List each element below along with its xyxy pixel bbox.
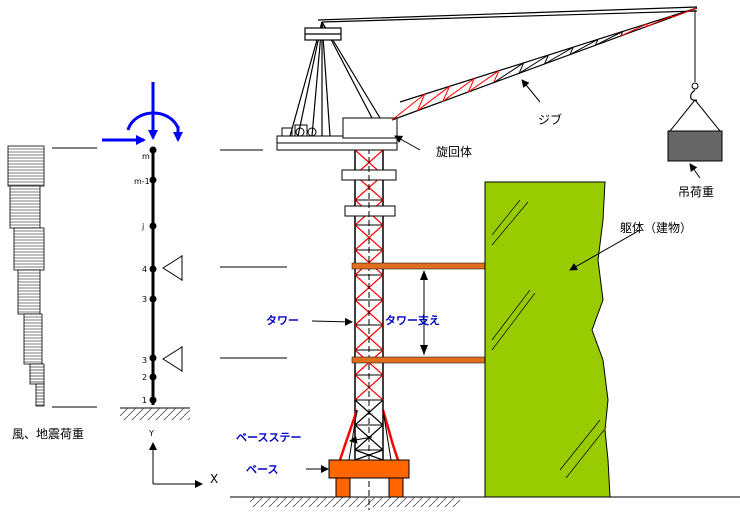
node-label-4: 4 <box>142 265 147 274</box>
crane-base <box>328 459 410 498</box>
tower-label: タワー <box>266 314 299 327</box>
building-label: 躯体（建物） <box>620 220 692 235</box>
moment-arrow-icon <box>102 82 183 145</box>
node-label-j: j <box>141 222 144 231</box>
node-label-m-1: m-1 <box>134 177 150 186</box>
beam-model <box>120 146 190 420</box>
base-stays <box>338 409 400 461</box>
building <box>484 181 611 498</box>
node-labels: m m-1 j 4 3 3 2 1 <box>134 152 150 405</box>
hook-load-label: 吊荷重 <box>678 185 714 199</box>
axis-y-label: Y <box>148 429 154 438</box>
node-label-3a: 3 <box>142 295 147 304</box>
slewing-label: 旋回体 <box>436 145 472 159</box>
jib <box>391 7 698 121</box>
axis-x-label: X <box>210 472 218 486</box>
base-label: ベース <box>246 463 278 476</box>
reference-lines <box>52 147 287 408</box>
leader-arrows <box>306 79 701 473</box>
crane-mast <box>289 6 698 137</box>
jib-label: ジブ <box>538 112 562 127</box>
node-label-2: 2 <box>142 373 147 382</box>
load-distribution <box>7 145 45 407</box>
tower-braces <box>351 262 487 364</box>
node-label-1: 1 <box>142 396 147 405</box>
base-stay-label: ベースステー <box>236 431 301 444</box>
node-label-3b: 3 <box>142 356 147 365</box>
wind-seismic-label: 風、地震荷重 <box>12 427 84 441</box>
hook-load <box>667 10 723 162</box>
axis-icon: Y X <box>148 429 218 488</box>
node-label-m: m <box>142 152 150 161</box>
ground <box>250 497 460 507</box>
slewing-platform <box>276 117 398 151</box>
tower-brace-label: タワー支え <box>385 313 440 327</box>
